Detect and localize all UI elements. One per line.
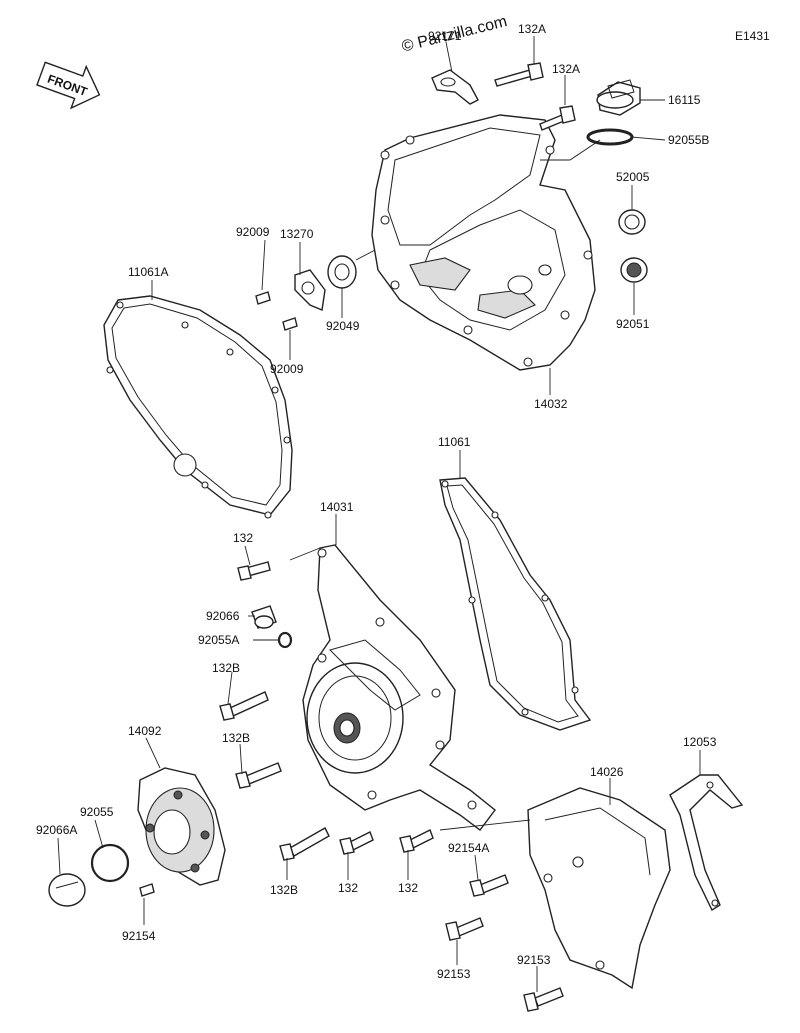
oil-filler-cap-16115 [596,79,641,116]
label-13270: 13270 [280,227,314,241]
sprocket-cover-14026 [527,787,671,990]
bolt-92153-b [523,987,564,1012]
label-11061a: 11061A [128,265,168,279]
label-92154a: 92154A [448,841,489,855]
plate-13270 [294,269,326,311]
plug-92066 [251,605,277,629]
part-labels: 92171 132A 132A 16115 92055B 52005 92051… [36,22,717,981]
screw-92009-b [282,317,298,331]
diagram-code: E1431 [735,29,770,43]
bolt-132-b [339,831,374,855]
label-92009-a: 92009 [236,225,270,239]
bolt-132b-a [219,691,269,721]
label-92153-a: 92153 [437,967,471,981]
clip-92171 [431,69,479,105]
bolt-132-a [237,561,271,581]
label-92055a: 92055A [198,633,239,647]
cover-14092 [137,767,226,886]
label-92066: 92066 [206,609,240,623]
screw-92154 [139,883,155,897]
front-arrow-icon: FRONT [36,61,101,110]
gasket-11061 [439,477,592,731]
bolt-132-c [399,829,434,853]
bolt-132b-c [279,827,330,861]
bolt-92153-a [445,917,484,941]
leader-lines [57,36,701,992]
label-132a-top: 132A [518,22,546,36]
label-14032: 14032 [534,397,568,411]
label-132b-a: 132B [212,661,240,675]
clutch-cover-14032 [371,114,601,371]
label-92153-b: 92153 [517,953,551,967]
label-12053: 12053 [683,735,717,749]
o-ring-92055b [586,128,634,146]
oil-seal-92049 [327,255,357,289]
label-92049: 92049 [326,319,360,333]
label-92009-b: 92009 [270,362,304,376]
label-11061: 11061 [438,435,471,449]
label-132a-mid: 132A [552,62,580,76]
label-132b-b: 132B [222,731,250,745]
bolt-132a-mid [539,105,576,131]
bolt-132a-top [494,62,544,87]
label-132-b: 132 [338,881,358,895]
label-132b-c: 132B [270,883,298,897]
label-92171: 92171 [428,29,462,43]
label-14026: 14026 [590,765,624,779]
bolt-132b-b [235,762,282,789]
label-92154: 92154 [122,929,156,943]
bolt-92154a [469,874,509,897]
label-92051: 92051 [616,317,650,331]
o-ring-92055 [90,843,130,883]
label-132-c: 132 [398,881,418,895]
label-16115: 16115 [668,93,701,107]
label-92066a: 92066A [36,823,77,837]
label-92055: 92055 [80,805,114,819]
label-132-a: 132 [233,531,253,545]
screw-92009-a [255,291,271,305]
label-92055b: 92055B [668,133,709,147]
label-14031: 14031 [320,500,354,514]
bracket-12053 [669,774,744,912]
label-52005: 52005 [616,170,650,184]
oil-seal-92051 [620,257,648,283]
label-14092: 14092 [128,724,162,738]
oil-seal-52005 [618,209,646,235]
generator-cover-14031 [302,544,496,831]
cap-92066a [48,873,86,907]
gasket-11061a [103,295,293,519]
o-ring-92055a [277,631,293,649]
